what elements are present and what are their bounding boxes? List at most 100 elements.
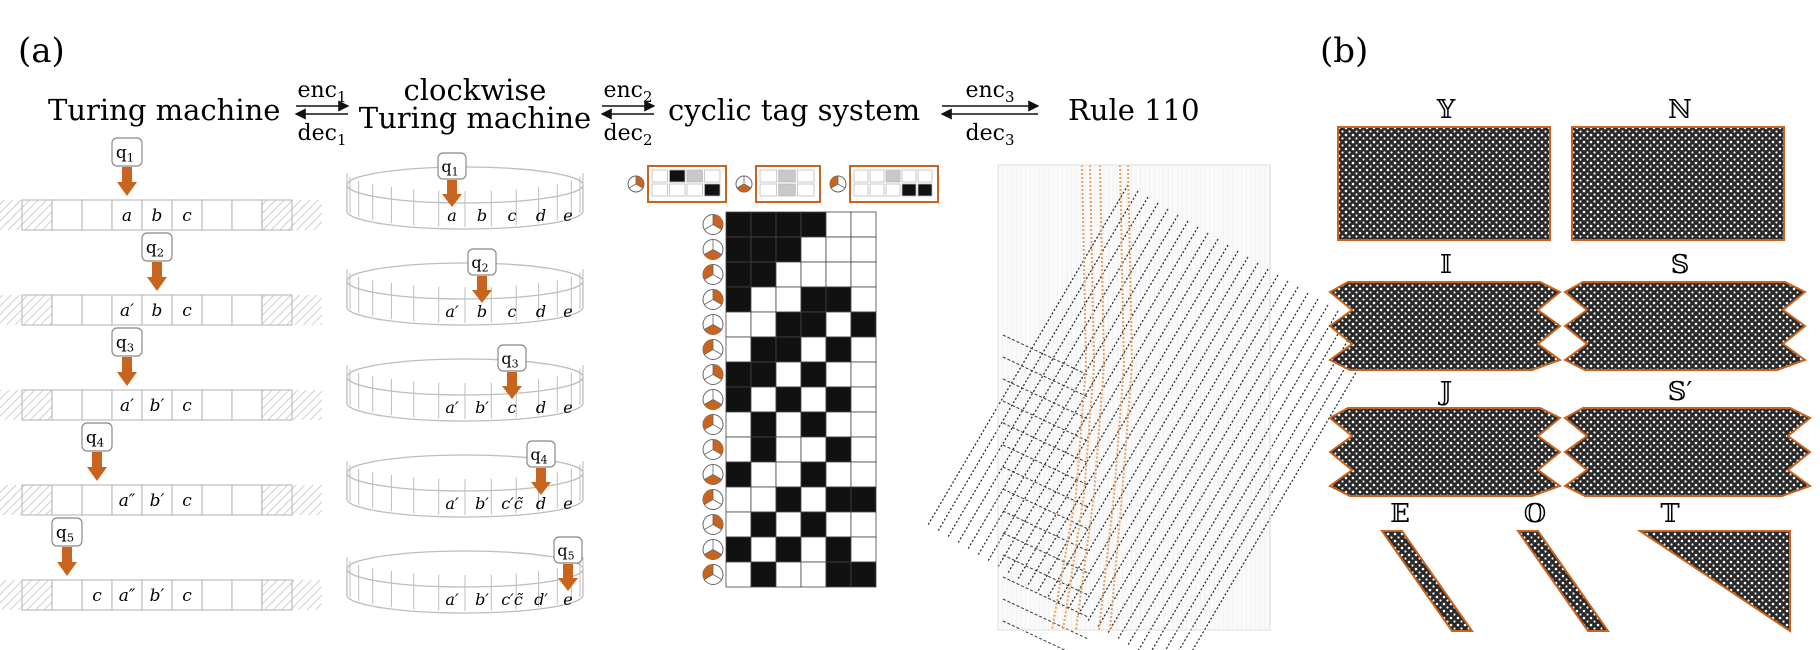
heading-clockwise-turing: Turing machine — [359, 101, 591, 135]
cts-cell — [750, 436, 777, 463]
phase-divider — [628, 183, 637, 189]
cts-cell — [800, 436, 827, 463]
ring-symbol: d′ — [534, 590, 548, 609]
tape-cell — [231, 294, 263, 326]
tape-symbol: a″ — [119, 586, 136, 606]
state-label-base: q — [86, 428, 97, 448]
tape-hatch-right — [292, 390, 322, 420]
cts-cell — [800, 211, 827, 238]
cts-cell — [725, 236, 752, 263]
tape-cell — [261, 199, 293, 231]
cts-cell — [825, 336, 852, 363]
tape-cell — [261, 579, 293, 611]
ca-block-5: 𝕁 — [1328, 377, 1563, 497]
dec-label-3-sub: 3 — [1005, 131, 1015, 149]
cts-cell — [750, 336, 777, 363]
tape-symbol: b′ — [150, 586, 165, 606]
phase-divider — [712, 374, 722, 380]
state-label: q1 — [441, 157, 458, 179]
appendant-cell — [778, 183, 796, 197]
cts-cell — [825, 411, 852, 438]
cts-cell — [850, 561, 877, 588]
phase-divider — [704, 574, 714, 580]
ca-block-3: 𝕀 — [1328, 250, 1563, 371]
state-label: q5 — [557, 541, 574, 563]
head-arrow-icon — [531, 468, 551, 495]
appendant-cell — [704, 183, 721, 197]
r110-glider-trace — [1178, 328, 1369, 650]
tm-step-3: a′b′cq3 — [0, 327, 322, 421]
r110-glider-trace — [1137, 310, 1339, 650]
cts-cell — [775, 261, 802, 288]
r110-glider-trace — [1027, 244, 1229, 586]
cts-cell — [775, 561, 802, 588]
state-label-base: q — [116, 333, 127, 353]
appendant-box-1 — [647, 165, 727, 203]
state-label: q4 — [86, 428, 104, 450]
state-box — [141, 232, 173, 262]
phase-divider — [712, 449, 722, 455]
r110-glider-trace — [1117, 298, 1319, 640]
r110-glider-trace — [1077, 274, 1279, 616]
cts-cell — [825, 461, 852, 488]
phase-divider — [712, 224, 722, 230]
cts-cell — [775, 536, 802, 563]
r110-orange-trace — [1075, 164, 1106, 631]
enc-label-1-base: enc — [297, 78, 337, 103]
ca-block-label: 𝔼 — [1390, 499, 1410, 529]
phase-divider — [736, 183, 745, 189]
cts-cell — [825, 536, 852, 563]
ca-block-shape — [1563, 281, 1808, 371]
phase-divider — [704, 274, 714, 280]
appendant-box-3 — [849, 165, 939, 203]
tape-cell — [141, 484, 173, 516]
tape-cell — [171, 484, 203, 516]
r110-collision-trace — [1002, 444, 1089, 486]
phase-divider — [712, 249, 722, 255]
tape-symbol: c — [182, 206, 192, 226]
state-label-base: q — [441, 157, 451, 176]
phase-icon — [702, 414, 724, 435]
state-box — [111, 137, 143, 167]
tape-cell — [231, 579, 263, 611]
enc-label-3-base: enc — [965, 78, 1005, 103]
state-box — [81, 422, 113, 452]
r110-collision-trace — [1002, 510, 1089, 552]
heading-turing-machine: Turing machine — [48, 93, 280, 127]
ca-block-shape — [1571, 126, 1785, 241]
cts-cell — [750, 486, 777, 513]
cts-cell — [825, 361, 852, 388]
r110-collision-trace — [1002, 488, 1089, 530]
heading-clockwise: clockwise — [404, 73, 547, 107]
cyclic-tag-system — [627, 165, 939, 588]
ring-symbol: a′ — [445, 302, 459, 321]
cts-cell — [775, 311, 802, 338]
phase-divider — [704, 499, 714, 505]
phase-divider — [704, 424, 714, 430]
ca-block-shape — [1636, 530, 1791, 633]
cts-cell — [825, 561, 852, 588]
cts-cell — [725, 286, 752, 313]
phase-icon — [702, 264, 724, 285]
ring-symbol: e — [563, 302, 572, 321]
r110-glider-trace — [1151, 316, 1349, 650]
phase-icon — [702, 289, 724, 310]
phase-divider — [712, 424, 722, 430]
phase-divider — [704, 449, 714, 455]
appendant-cell — [686, 183, 703, 197]
cts-cell — [725, 511, 752, 538]
state-label: q3 — [501, 349, 518, 371]
ca-block-label: 𝕊′ — [1668, 377, 1693, 407]
cts-cell — [850, 411, 877, 438]
tm-step-4: a″b′cq4 — [0, 422, 322, 516]
state-label-sub: 1 — [452, 166, 459, 179]
tape-cell — [21, 389, 53, 421]
cts-cell — [750, 561, 777, 588]
cts-cell — [800, 561, 827, 588]
r110-glider-trace — [1017, 238, 1219, 580]
